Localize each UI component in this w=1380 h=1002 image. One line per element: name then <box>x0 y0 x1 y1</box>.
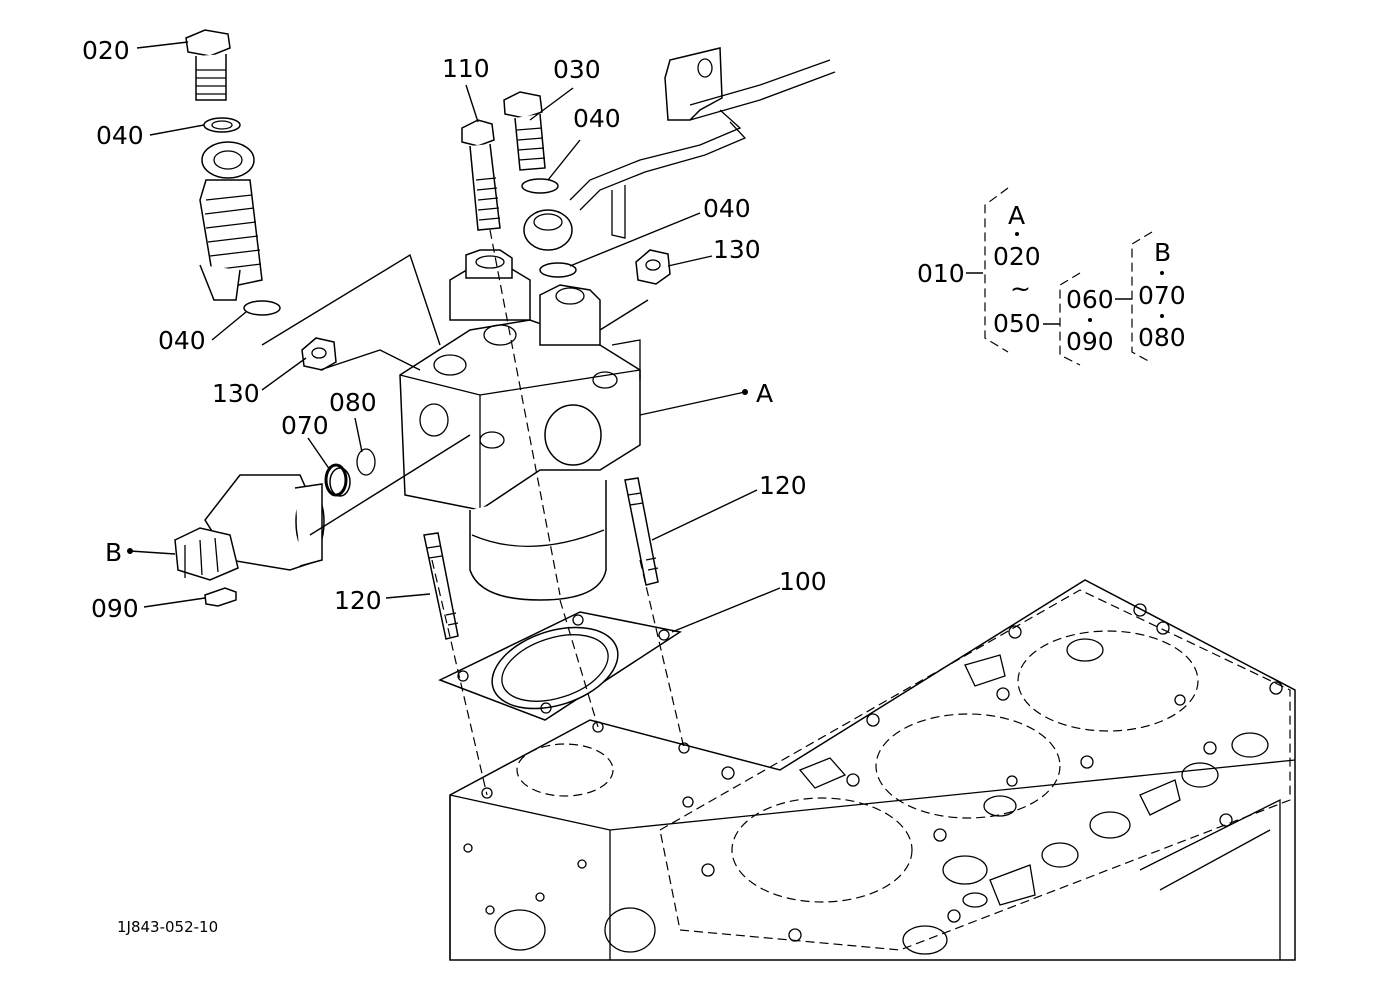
callout-110: 110 <box>442 54 490 83</box>
drawing-reference: 1J843-052-10 <box>117 918 218 936</box>
callout-130-left: 130 <box>212 379 260 408</box>
legend-group-mid-2: 090 <box>1066 327 1114 356</box>
legend-group-a-title: A <box>1008 201 1025 230</box>
callout-080: 080 <box>329 388 377 417</box>
leader-lines <box>127 41 781 633</box>
callout-040-left: 040 <box>158 326 206 355</box>
legend-group-b-2: 080 <box>1138 323 1186 352</box>
gasket-100 <box>438 611 682 721</box>
stud-120-right <box>624 477 659 586</box>
callout-030: 030 <box>553 55 601 84</box>
bolt-110 <box>461 119 501 231</box>
callout-120-left: 120 <box>334 586 382 615</box>
callout-130-right: 130 <box>713 235 761 264</box>
legend-group-a-to: 050 <box>993 309 1041 338</box>
legend-group-a-from: 020 <box>993 242 1041 271</box>
callout-090: 090 <box>91 594 139 623</box>
callout-040-right: 040 <box>703 194 751 223</box>
suction-control-valve <box>174 448 376 607</box>
stud-120-left <box>423 532 459 640</box>
callout-120-right: 120 <box>759 471 807 500</box>
supply-pump-body <box>399 249 641 601</box>
callout-040-top: 040 <box>96 121 144 150</box>
callout-b: B <box>105 538 122 567</box>
legend-assembly: 010 <box>917 259 965 288</box>
callout-100: 100 <box>779 567 827 596</box>
assembly-legend: 010 A 020 ~ 050 060 090 B 070 080 <box>917 187 1186 366</box>
legend-group-b-1: 070 <box>1138 281 1186 310</box>
assembly-guide-lines <box>431 229 685 796</box>
nut-130-right <box>635 249 671 285</box>
callout-a: A <box>756 379 773 408</box>
banjo-bolt-030 <box>503 91 577 278</box>
fuel-return-pipe <box>569 47 836 239</box>
legend-group-mid-1: 060 <box>1066 285 1114 314</box>
callout-020: 020 <box>82 36 130 65</box>
callout-070: 070 <box>281 411 329 440</box>
legend-group-b-title: B <box>1154 238 1171 267</box>
legend-group-a-tilde: ~ <box>1010 274 1031 303</box>
callout-040-mid: 040 <box>573 104 621 133</box>
engine-block <box>449 579 1296 961</box>
callout-labels: 020 040 040 130 110 030 040 040 130 070 … <box>82 36 827 623</box>
nut-130-left <box>301 337 337 371</box>
banjo-bolt-left <box>185 29 281 316</box>
